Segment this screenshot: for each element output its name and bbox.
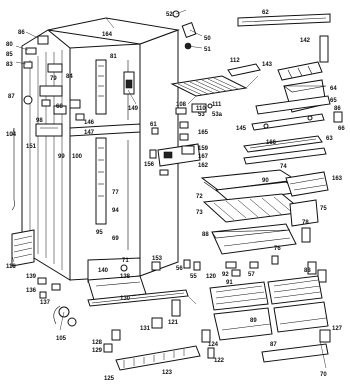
callout-55: 55: [190, 274, 197, 280]
callout-94: 94: [112, 208, 119, 214]
callout-50: 50: [204, 36, 211, 42]
callout-163: 163: [332, 176, 343, 182]
crisper-drawers: [209, 275, 331, 363]
callout-142: 142: [300, 38, 311, 44]
cabinet-body: [11, 17, 180, 283]
callout-123: 123: [162, 370, 173, 376]
callout-57: 57: [248, 272, 255, 278]
callout-77: 77: [112, 190, 119, 196]
callout-87-bottom: 87: [270, 342, 277, 348]
callout-146: 146: [84, 120, 95, 126]
callout-131: 131: [140, 326, 151, 332]
callout-136: 136: [26, 288, 37, 294]
callout-78: 78: [302, 220, 309, 226]
callout-80: 80: [6, 42, 13, 48]
callout-65: 65: [330, 98, 337, 104]
callout-164: 164: [102, 32, 113, 38]
callout-105: 105: [56, 336, 67, 342]
callout-87: 87: [8, 94, 15, 100]
callout-83: 83: [6, 62, 13, 68]
callout-66: 66: [338, 126, 345, 132]
callout-91: 91: [226, 280, 233, 286]
callout-63: 63: [326, 136, 333, 142]
callout-71: 71: [122, 258, 129, 264]
callout-124: 124: [208, 342, 219, 348]
bottom-parts: [37, 261, 215, 371]
callout-118: 118: [6, 264, 16, 270]
callout-127: 127: [332, 326, 343, 332]
callout-72: 72: [196, 194, 203, 200]
callout-68: 68: [56, 104, 63, 110]
callout-53: 53: [198, 112, 205, 118]
callout-111: 111: [212, 102, 222, 108]
callout-143: 143: [262, 62, 273, 68]
callout-156: 156: [144, 162, 155, 168]
callout-100: 100: [72, 154, 83, 160]
callout-88-right: 88: [304, 268, 311, 274]
callout-153: 153: [152, 256, 163, 262]
callout-79: 79: [50, 76, 57, 82]
callout-122: 122: [214, 358, 225, 364]
callout-86-freezer: 86: [334, 106, 341, 112]
callout-110: 110: [196, 106, 206, 112]
callout-84: 84: [66, 74, 73, 80]
callout-70: 70: [320, 372, 327, 378]
callout-128: 128: [92, 340, 103, 346]
callout-85: 85: [6, 52, 13, 58]
callout-64: 64: [330, 86, 337, 92]
callout-76: 76: [274, 246, 281, 252]
callout-121: 121: [168, 320, 179, 326]
callout-165: 165: [198, 130, 209, 136]
callout-145: 145: [236, 126, 247, 132]
callout-52: 52: [166, 12, 173, 18]
callout-61: 61: [150, 122, 157, 128]
callout-74: 74: [280, 164, 287, 170]
callout-147: 147: [84, 130, 95, 136]
callout-95: 95: [96, 230, 103, 236]
callout-166: 166: [266, 140, 277, 146]
callout-86: 86: [18, 30, 25, 36]
callout-125: 125: [104, 376, 115, 382]
callout-159: 159: [198, 146, 209, 152]
callout-130: 130: [120, 296, 131, 302]
callout-120: 120: [206, 274, 217, 280]
callout-56: 56: [176, 266, 183, 272]
callout-53a: 53a: [212, 112, 223, 118]
callout-139: 139: [26, 274, 37, 280]
callout-108: 108: [176, 102, 187, 108]
callout-104: 104: [6, 132, 17, 138]
callout-137: 137: [40, 300, 51, 306]
callout-167: 167: [198, 154, 209, 160]
callout-88: 88: [202, 232, 209, 238]
callout-151: 151: [26, 144, 37, 150]
callout-99: 99: [58, 154, 65, 160]
callout-69: 69: [112, 236, 119, 242]
leader-lines: [11, 9, 327, 369]
callout-149: 149: [128, 106, 139, 112]
callout-75: 75: [320, 206, 327, 212]
callout-112: 112: [230, 58, 240, 64]
callout-162: 162: [198, 163, 209, 169]
callout-51: 51: [204, 47, 211, 53]
fresh-food-shelves: [183, 169, 329, 283]
callout-138: 138: [120, 274, 131, 280]
callout-129: 129: [92, 348, 103, 354]
callout-89: 89: [250, 318, 257, 324]
callout-81: 81: [110, 54, 117, 60]
callout-98: 98: [36, 118, 43, 124]
callout-numbers: 52 50 51 62 86 164 80 85 83 79 84 81 149…: [6, 10, 345, 382]
freezer-shelf-assembly: [149, 13, 343, 176]
callout-92: 92: [222, 272, 229, 278]
callout-73: 73: [196, 210, 203, 216]
callout-90: 90: [262, 178, 269, 184]
callout-140: 140: [98, 268, 109, 274]
callout-62: 62: [262, 10, 269, 16]
